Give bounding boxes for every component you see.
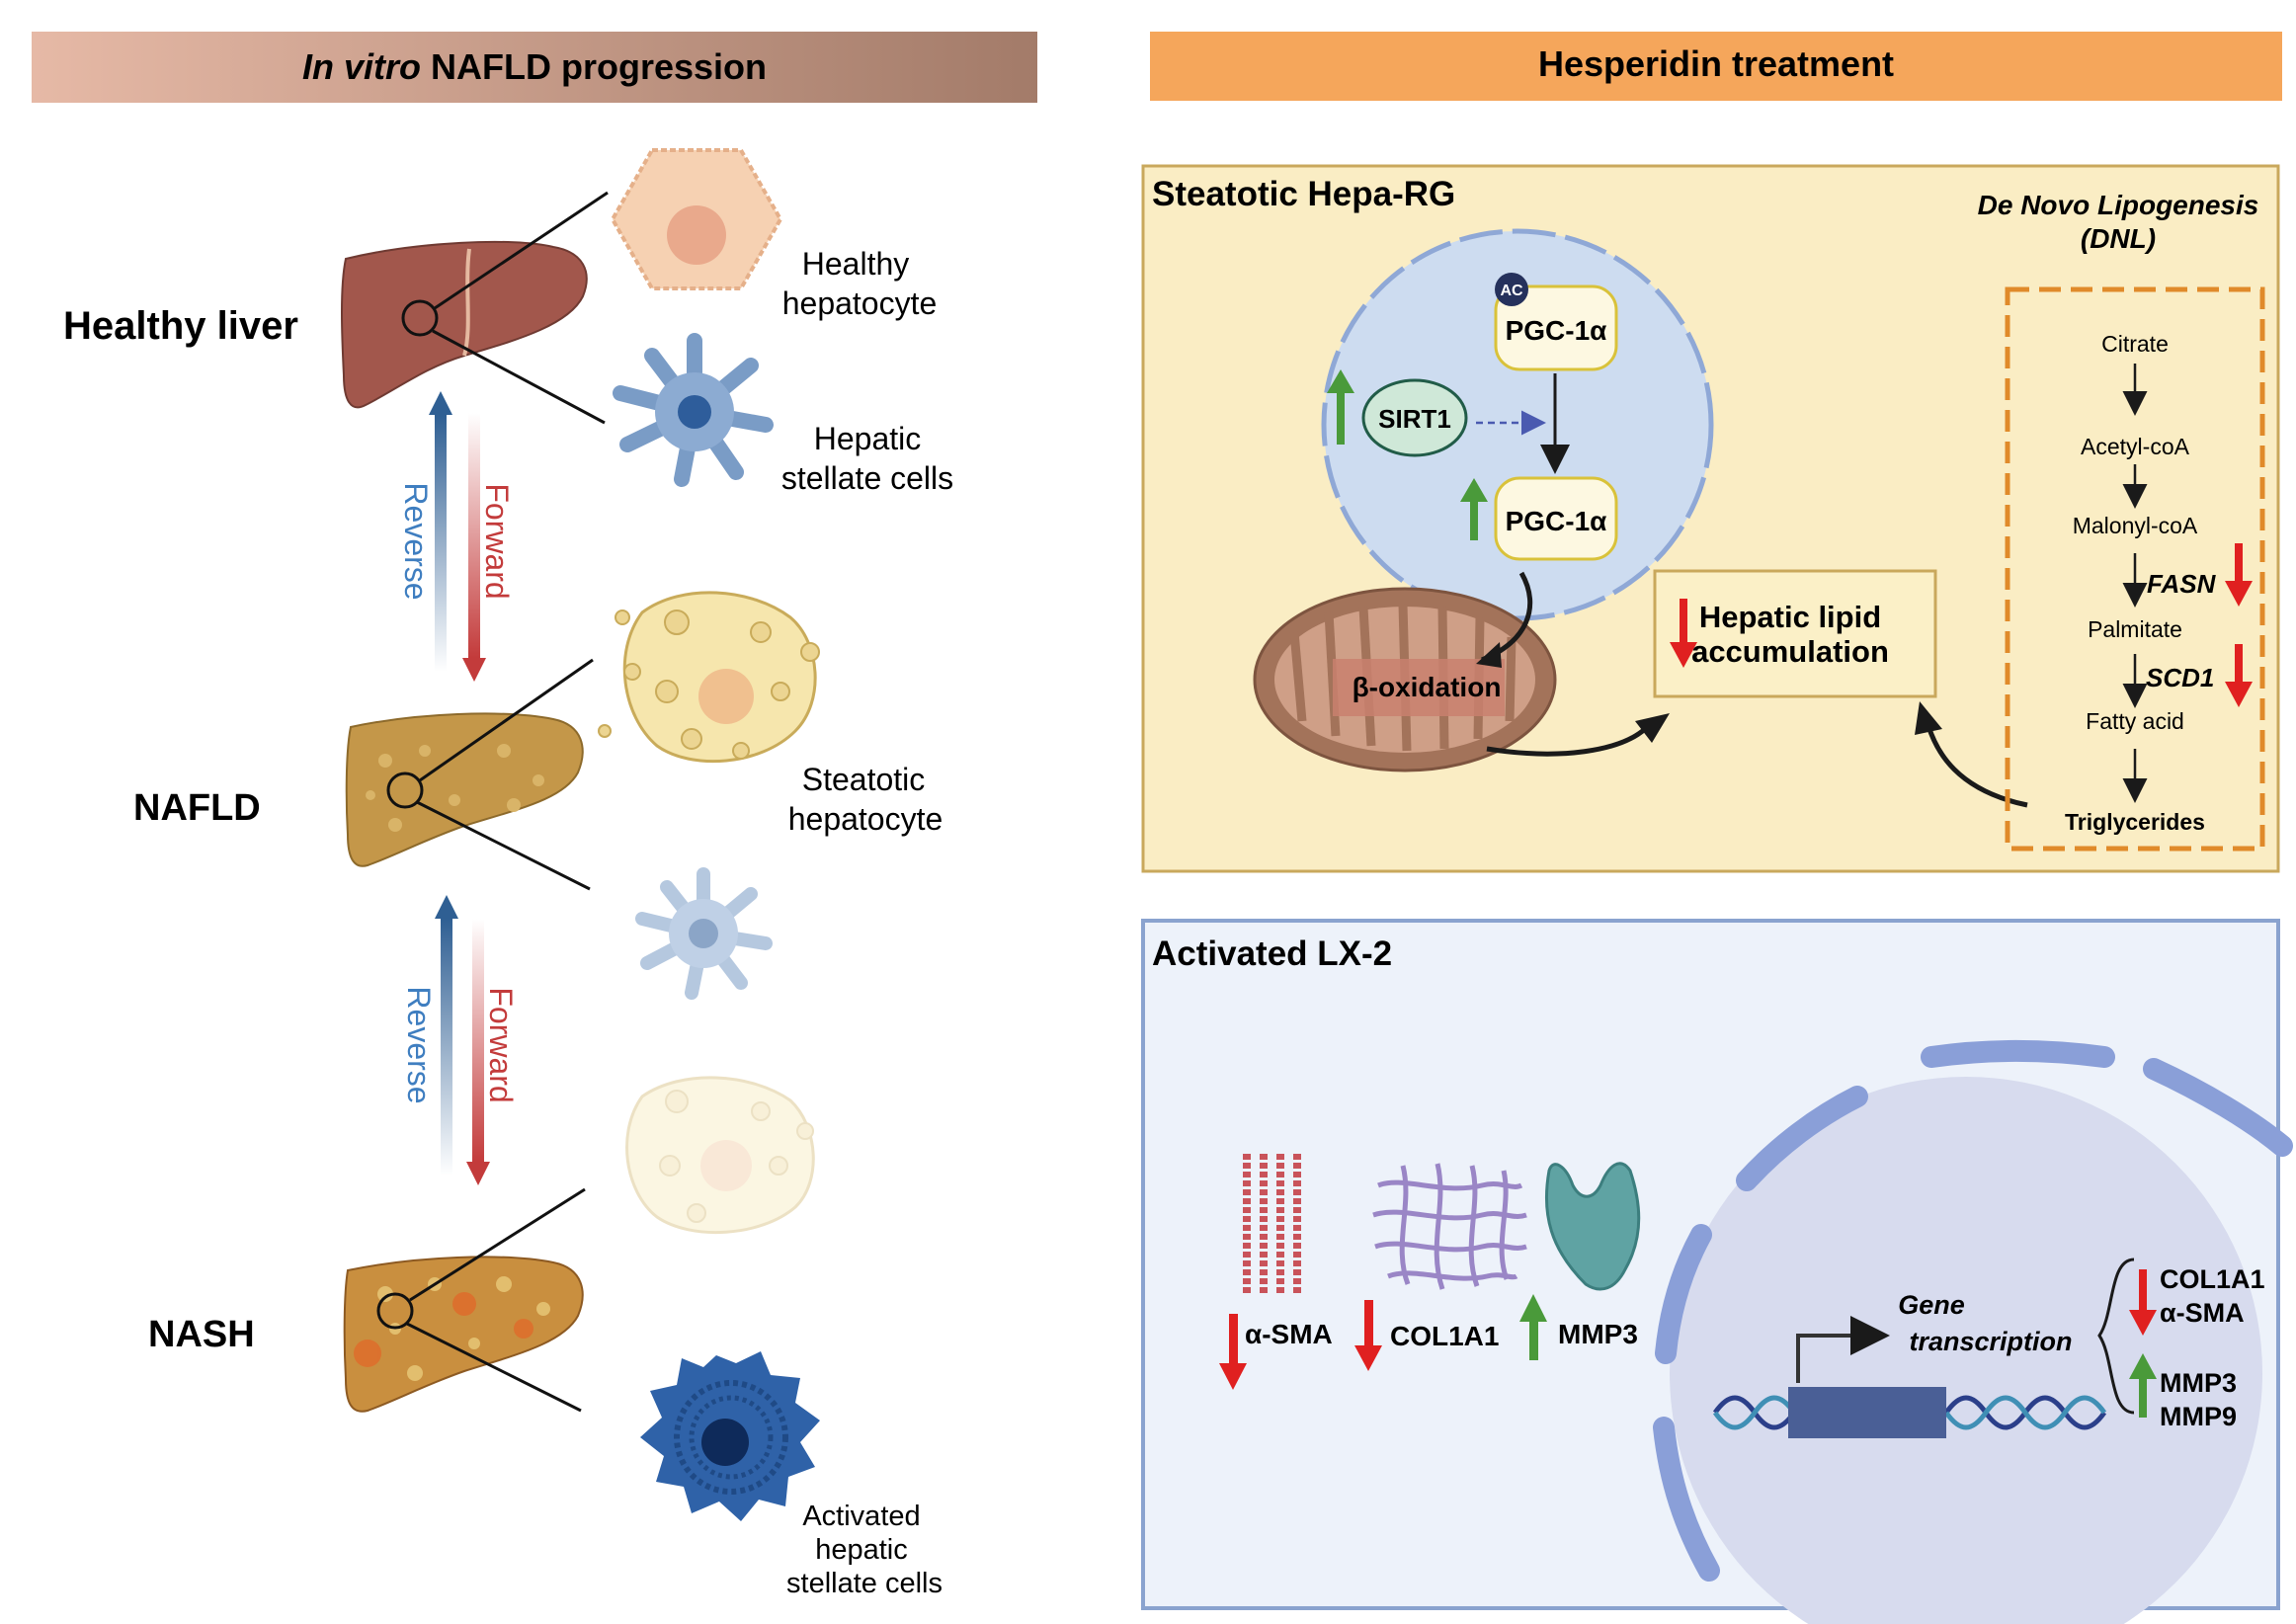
mmp3-up-arrow (1519, 1294, 1547, 1360)
lx2-up-label-2: MMP9 (2160, 1402, 2237, 1431)
tg-to-lipid-arrowhead (1915, 701, 1942, 735)
left-header-bar (32, 32, 1037, 103)
lx2-nucleus (1670, 1077, 2262, 1624)
alpha-sma-fibers-icon (1243, 1154, 1301, 1294)
dnl-label-1: De Novo Lipogenesis (1978, 190, 2259, 220)
tg-to-lipid-arrow (1926, 725, 2028, 808)
gene-transcription-label-1: Gene (1898, 1290, 1965, 1320)
beta-oxidation-box (1333, 659, 1505, 716)
activated-hsc-label-2: hepatic (815, 1534, 908, 1566)
scd1-label: SCD1 (2146, 663, 2214, 692)
hepa-rg-title: Steatotic Hepa-RG (1152, 175, 1455, 213)
fasn-down-arrow (2225, 543, 2253, 607)
beta-oxidation-label: β-oxidation (1353, 672, 1502, 702)
pgc-to-mito-arrowhead (1476, 642, 1502, 668)
forward-arrow-1 (462, 413, 486, 682)
hepatic-stellate-cell-icon (613, 333, 774, 487)
ac-badge (1495, 273, 1528, 306)
dna-helix-icon (1712, 1387, 2107, 1438)
forward-arrow-2 (466, 919, 490, 1185)
stage-healthy-label: Healthy liver (63, 304, 298, 348)
collagen-mesh-icon (1372, 1163, 1527, 1290)
mmp3-protein-icon (1544, 1162, 1641, 1291)
asma-down-arrow (1219, 1314, 1247, 1390)
transcription-start-arrow (1796, 1316, 1890, 1383)
nash-liver-icon (343, 1187, 586, 1413)
stage-nash-label: NASH (148, 1314, 255, 1355)
pgc1a-bottom-box (1494, 476, 1618, 561)
steatotic-hepatocyte-label-1: Steatotic (802, 762, 926, 797)
regulation-brace (2097, 1258, 2135, 1415)
pathway-triglycerides: Triglycerides (2065, 809, 2205, 835)
lx2-down-arrow (2129, 1269, 2157, 1336)
lx2-up-label-1: MMP3 (2160, 1368, 2237, 1398)
right-header-bar (1150, 32, 2282, 101)
lx2-nuclear-envelope (1653, 1040, 2293, 1582)
right-panel: Hesperidin treatment Steatotic Hepa-RG D… (1141, 32, 2293, 1624)
lx2-down-label-2: α-SMA (2160, 1298, 2245, 1328)
pathway-citrate: Citrate (2101, 331, 2169, 357)
steatotic-hepatocyte-label-2: hepatocyte (788, 801, 943, 837)
pgc1a-up-arrow (1460, 478, 1488, 540)
pathway-acetyl-coa: Acetyl-coA (2081, 434, 2190, 459)
pathway-malonyl-coa: Malonyl-coA (2073, 513, 2198, 538)
sirt1-oval (1361, 378, 1468, 457)
fasn-label: FASN (2147, 569, 2217, 599)
col1a1-label: COL1A1 (1390, 1321, 1499, 1351)
lipid-down-arrow (1670, 599, 1697, 668)
healthy-hepatocyte-label-2: hepatocyte (782, 285, 938, 321)
lx2-down-label-1: COL1A1 (2160, 1264, 2265, 1294)
activated-hsc-label-3: stellate cells (786, 1568, 943, 1599)
scd1-down-arrow (2225, 644, 2253, 707)
lipid-label-1: Hepatic lipid (1699, 600, 1881, 634)
dnl-box (2005, 286, 2265, 852)
healthy-hepatocyte-label-1: Healthy (802, 246, 910, 282)
forward-label-2: Forward (483, 987, 519, 1102)
gene-transcription-label-2: transcription (1909, 1327, 2072, 1356)
pathway-palmitate: Palmitate (2088, 616, 2182, 642)
right-header-title: Hesperidin treatment (1538, 43, 1894, 84)
lipid-label-2: accumulation (1691, 634, 1889, 669)
stage-nafld-label: NAFLD (133, 787, 261, 829)
reverse-arrow-1 (429, 391, 452, 672)
pathway-fatty-acid: Fatty acid (2086, 708, 2184, 734)
col1a1-down-arrow (1354, 1300, 1382, 1371)
mito-to-lipid-arrow (1486, 727, 1647, 757)
mito-to-lipid-arrowhead (1635, 713, 1670, 743)
lipid-accumulation-box (1653, 569, 1937, 698)
lx2-up-arrow (2129, 1353, 2157, 1418)
asma-label: α-SMA (1245, 1319, 1333, 1349)
steatotic-hepatocyte-icon (598, 591, 820, 764)
activated-stellate-cell-icon (640, 1351, 820, 1521)
sirt1-label: SIRT1 (1378, 404, 1451, 434)
nash-steatotic-hepatocyte-icon (625, 1076, 815, 1235)
mmp3-label: MMP3 (1558, 1319, 1638, 1349)
forward-label-1: Forward (479, 483, 515, 599)
pgc1a-top-box (1494, 284, 1618, 371)
pgc1a-top-label: PGC-1α (1506, 315, 1607, 346)
hsc-label-1: Hepatic (814, 421, 922, 456)
lx2-title: Activated LX-2 (1152, 934, 1392, 973)
hsc-label-2: stellate cells (781, 460, 953, 496)
nafld-stellate-cell-icon (635, 867, 773, 1000)
nafld-liver-icon (345, 658, 594, 891)
ac-label: AC (1500, 283, 1523, 299)
pgc1a-bottom-label: PGC-1α (1506, 506, 1607, 536)
reverse-label-2: Reverse (401, 986, 437, 1103)
healthy-liver-icon (341, 191, 609, 425)
sirt1-up-arrow (1327, 369, 1354, 445)
activated-hsc-label-1: Activated (802, 1501, 920, 1532)
left-panel: In vitro NAFLD progression Healthy liver… (32, 32, 1037, 1599)
dnl-label-2: (DNL) (2081, 223, 2156, 254)
reverse-arrow-2 (435, 895, 458, 1176)
left-header-title: In vitro NAFLD progression (302, 46, 767, 87)
reverse-label-1: Reverse (398, 482, 434, 600)
healthy-hepatocyte-icon (610, 148, 783, 290)
